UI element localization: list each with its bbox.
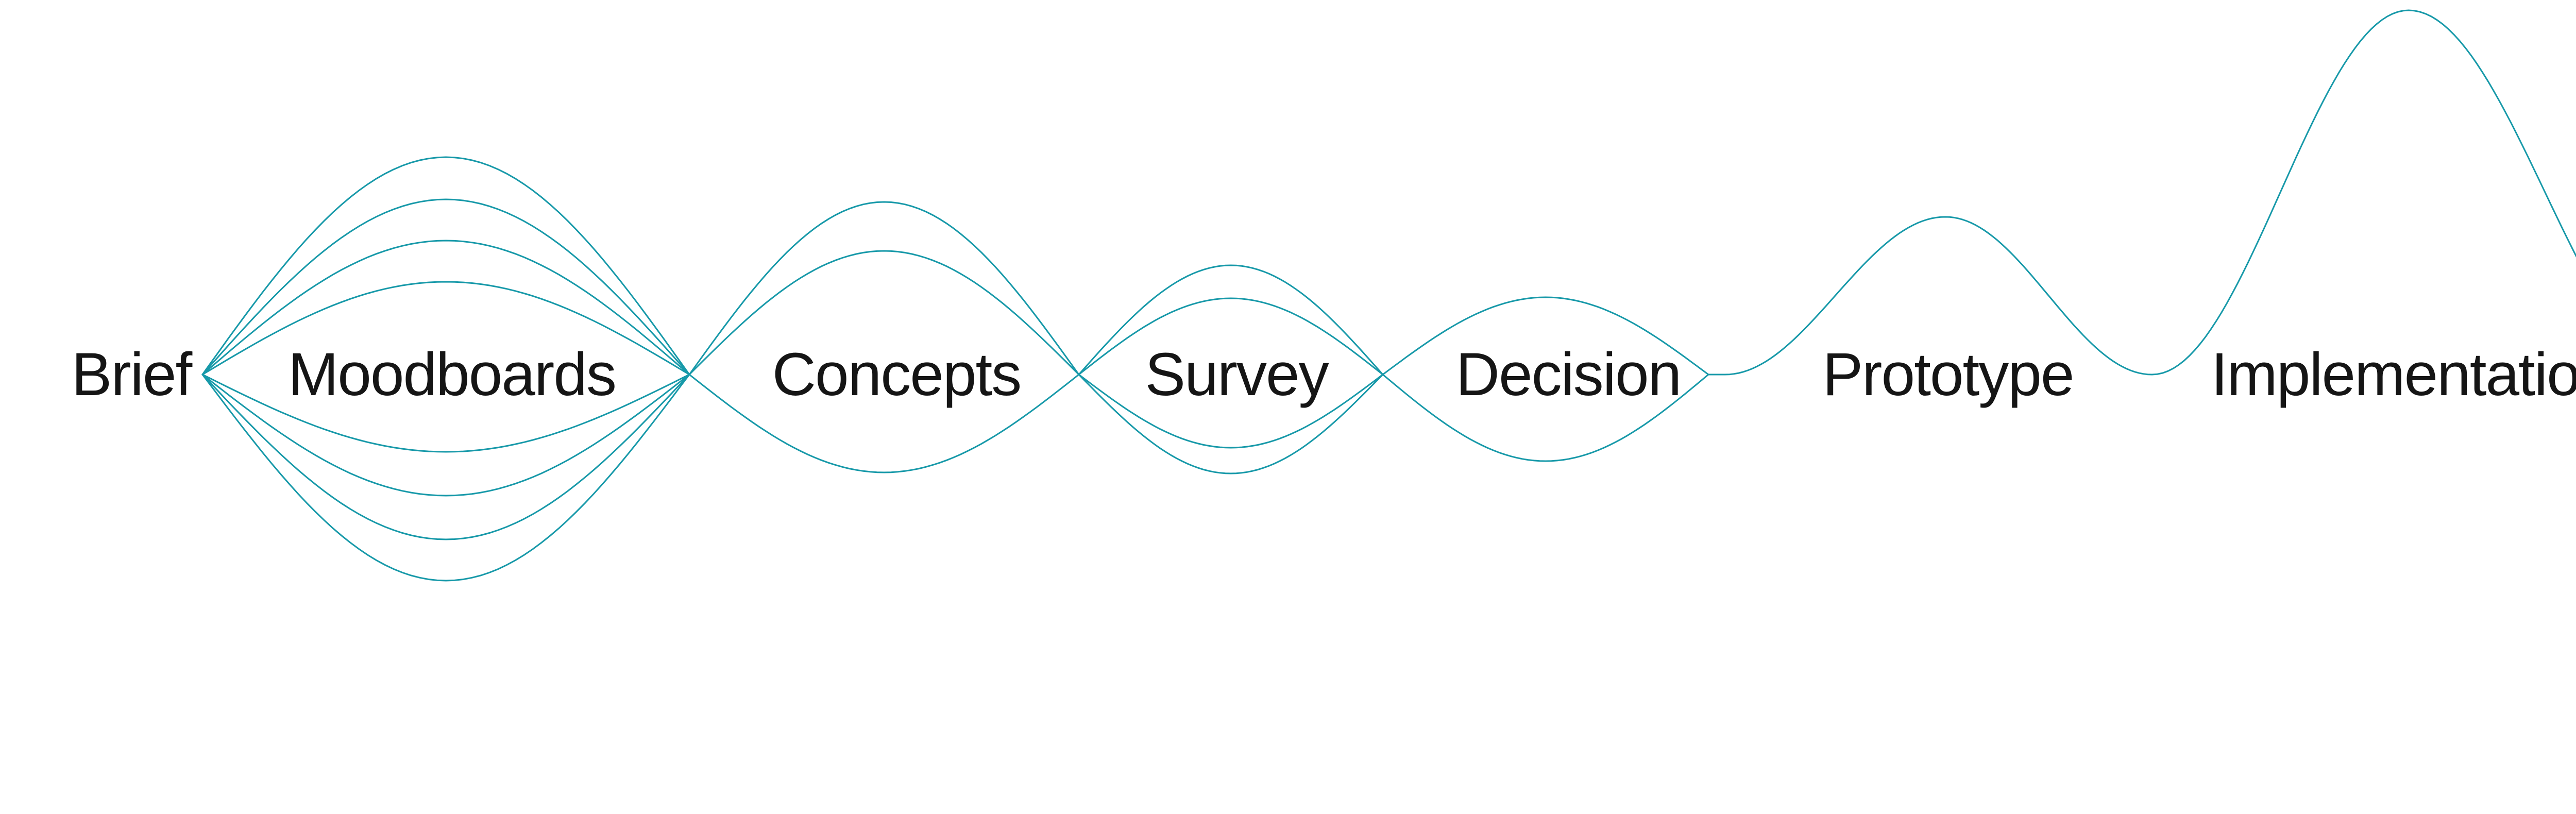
stage-label-survey: Survey [1145, 341, 1329, 409]
flow-strand [201, 374, 690, 497]
flow-strand [2151, 9, 2576, 376]
stage-label-brief: Brief [71, 341, 193, 409]
flow-strand [1078, 297, 1384, 376]
flow-strand [201, 240, 690, 376]
flow-strand [1382, 374, 1709, 462]
flow-strand [201, 198, 690, 376]
flow-strand [1382, 296, 1709, 376]
flow-strand [201, 374, 690, 540]
flow-strand [201, 281, 690, 376]
flow-strand [201, 374, 690, 582]
flow-strand [201, 374, 690, 453]
stage-label-concepts: Concepts [772, 341, 1022, 409]
flow-strand [688, 201, 1080, 376]
flow-strand [688, 374, 1080, 473]
flow-strand [1078, 264, 1384, 376]
flow-strand [201, 156, 690, 376]
stage-label-decision: Decision [1455, 341, 1682, 409]
flow-strand [688, 250, 1080, 376]
stage-label-implementation: Implementation [2211, 341, 2576, 409]
flow-strand [1078, 374, 1384, 474]
stage-label-prototype: Prototype [1822, 341, 2074, 409]
flow-strand [1724, 216, 2153, 376]
stage-label-moodboards: Moodboards [288, 341, 617, 409]
flow-strand [1078, 374, 1384, 449]
